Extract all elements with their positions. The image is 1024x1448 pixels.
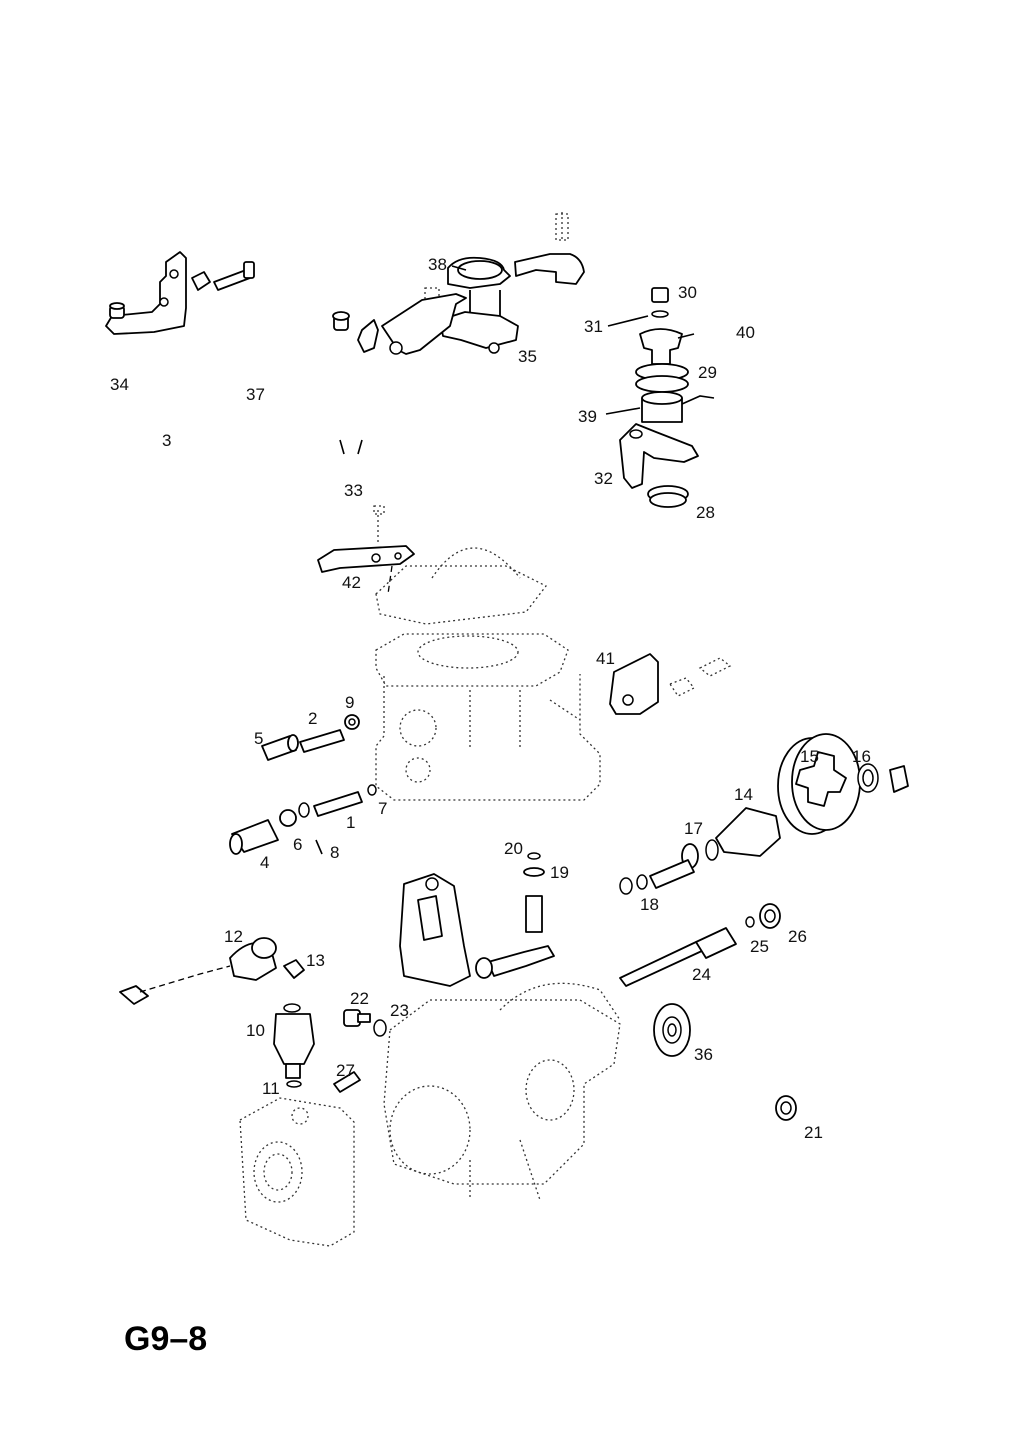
callout-42: 42 — [342, 573, 361, 592]
callout-19: 19 — [550, 863, 569, 882]
part-10-11-solenoid — [273, 1003, 315, 1088]
callout-15: 15 — [800, 747, 819, 766]
callout-18: 18 — [640, 895, 659, 914]
callout-28: 28 — [696, 503, 715, 522]
callout-13: 13 — [306, 951, 325, 970]
callout-3: 3 — [162, 431, 171, 450]
callout-9: 9 — [345, 693, 354, 712]
part-33-clip-bracket — [332, 293, 467, 355]
callout-31: 31 — [584, 317, 603, 336]
callout-35: 35 — [518, 347, 537, 366]
callout-10: 10 — [246, 1021, 265, 1040]
callout-16: 16 — [852, 747, 871, 766]
lower-left-housing-outline — [239, 1097, 355, 1247]
part-24-drive-shaft — [619, 903, 781, 987]
callout-14: 14 — [734, 785, 753, 804]
callout-5: 5 — [254, 729, 263, 748]
callout-24: 24 — [692, 965, 711, 984]
callout-41: 41 — [596, 649, 615, 668]
callout-11: 11 — [262, 1079, 280, 1098]
callout-39: 39 — [578, 407, 597, 426]
callout-2: 2 — [308, 709, 317, 728]
callout-1: 1 — [346, 813, 355, 832]
part-2-5-9-shaft-group — [261, 714, 360, 761]
callout-17: 17 — [684, 819, 703, 838]
part-38-35-lever-assembly — [396, 212, 585, 354]
callout-26: 26 — [788, 927, 807, 946]
callout-29: 29 — [698, 363, 717, 382]
callout-27: 27 — [336, 1061, 355, 1080]
part-41-bracket — [609, 653, 732, 715]
callout-33: 33 — [344, 481, 363, 500]
part-12-sensor-with-cable — [119, 937, 305, 1005]
part-1-4-6-8-shaft-group — [229, 784, 377, 855]
callout-4: 4 — [260, 853, 269, 872]
callout-37: 37 — [246, 385, 265, 404]
callout-6: 6 — [293, 835, 302, 854]
part-42-plate-and-cover — [317, 505, 547, 625]
page-code: G9–8 — [124, 1320, 207, 1358]
part-15-drive-gear — [777, 733, 909, 835]
callout-7: 7 — [378, 799, 387, 818]
callout-labels: 1 2 3 4 5 6 7 8 9 10 11 12 13 14 15 16 1… — [110, 255, 871, 1142]
callout-38: 38 — [428, 255, 447, 274]
callout-25: 25 — [750, 937, 769, 956]
part-19-20-valve — [475, 852, 555, 979]
callout-20: 20 — [504, 839, 523, 858]
part-3-bracket-lever — [105, 251, 255, 335]
callout-23: 23 — [390, 1001, 409, 1020]
part-36-bearing — [653, 1003, 691, 1057]
callout-22: 22 — [350, 989, 369, 1008]
part-40-29-39-32-28-assembly — [619, 287, 715, 508]
part-21-bushing — [775, 1095, 797, 1121]
callout-21: 21 — [804, 1123, 823, 1142]
callout-36: 36 — [694, 1045, 713, 1064]
leader-lines — [315, 265, 695, 855]
callout-8: 8 — [330, 843, 339, 862]
callout-40: 40 — [736, 323, 755, 342]
callout-30: 30 — [678, 283, 697, 302]
callout-34: 34 — [110, 375, 129, 394]
part-14-17-18-pump-parts — [619, 807, 781, 895]
callout-12: 12 — [224, 927, 243, 946]
upper-housing-outline — [375, 633, 601, 801]
part-22-23-27-fasteners — [333, 1009, 387, 1093]
lower-main-housing-outline — [383, 982, 621, 1201]
actuator-block — [399, 873, 471, 987]
callout-32: 32 — [594, 469, 613, 488]
